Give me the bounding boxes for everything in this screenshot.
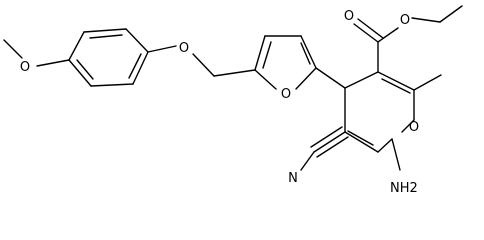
- nitrile-group: [300, 126, 349, 171]
- atom-label-ether-oxygen: O: [179, 41, 189, 56]
- pyran-ring: [344, 71, 415, 153]
- furan-ring: [254, 35, 317, 90]
- ether-linker: [147, 45, 256, 77]
- methoxy-group: [3, 39, 70, 67]
- atom-label-pyran-oxygen: O: [409, 120, 419, 135]
- atom-label-ester-oxygen: O: [400, 13, 410, 28]
- atom-label-methoxy-oxygen: O: [20, 60, 30, 75]
- ester-group: [353, 5, 463, 73]
- atom-label-furan-oxygen: O: [281, 87, 291, 102]
- structure-diagram: O O O O O O N NH2: [3, 5, 463, 196]
- atom-label-nitrile-nitrogen: N: [288, 171, 298, 186]
- methyl-bond: [413, 74, 442, 91]
- atom-label-carbonyl-oxygen: O: [344, 9, 354, 24]
- atom-label-amino-group: NH2: [390, 181, 418, 196]
- furan-pyran-bond: [315, 67, 346, 89]
- amino-bond: [391, 138, 401, 171]
- benzene-ring: [68, 28, 149, 87]
